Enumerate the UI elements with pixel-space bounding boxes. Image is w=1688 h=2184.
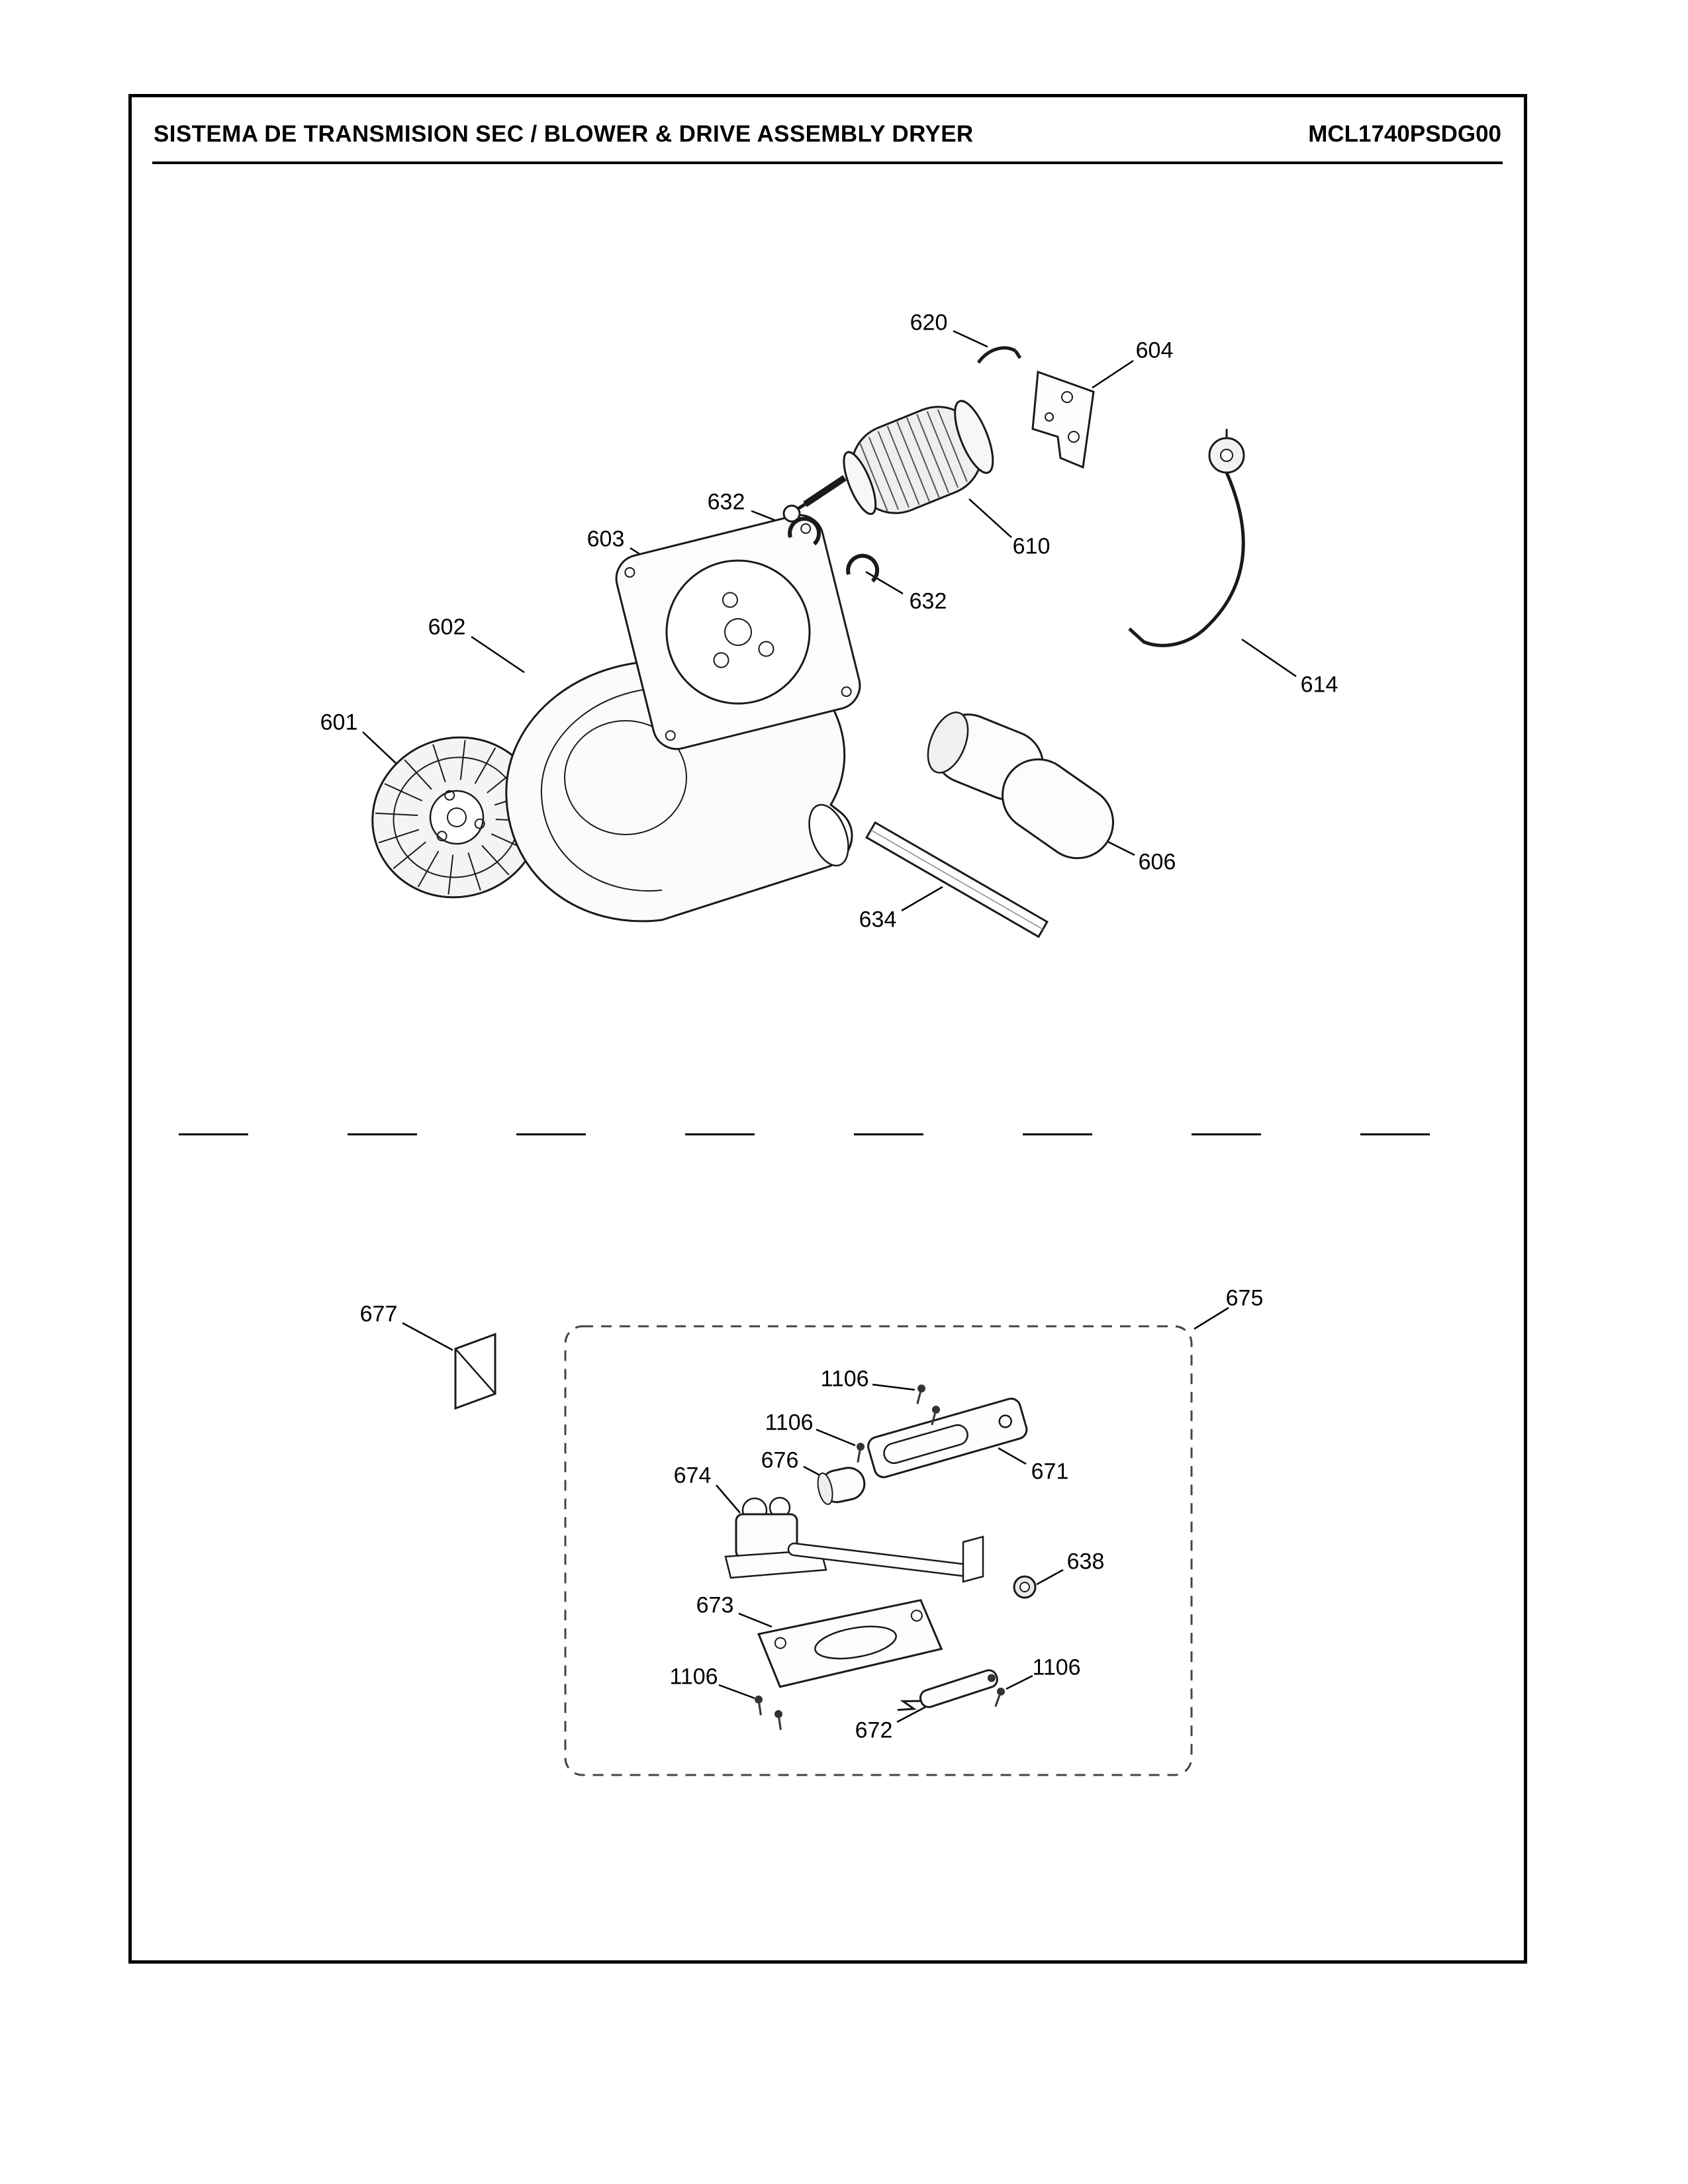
callout-1106-4: 1106 — [1032, 1655, 1081, 1680]
callout-632-lower: 632 — [909, 588, 947, 614]
seal-strip-634 — [865, 821, 1049, 938]
motor-bracket-604 — [1031, 370, 1095, 469]
motor-clamp-632-lower — [846, 553, 880, 583]
assembly-675-dashed-box — [564, 1325, 1193, 1776]
callout-601: 601 — [320, 709, 358, 735]
callout-603: 603 — [586, 526, 625, 552]
callout-673: 673 — [696, 1592, 734, 1618]
header-divider — [152, 161, 1503, 164]
callout-606: 606 — [1138, 849, 1176, 875]
blower-rear-plate-603 — [615, 514, 861, 751]
motor-clamp-632-upper — [788, 516, 821, 546]
callout-620: 620 — [910, 310, 948, 336]
callout-674: 674 — [673, 1463, 712, 1488]
callout-676: 676 — [761, 1447, 799, 1473]
igniter-672 — [897, 1669, 998, 1711]
duct-606 — [927, 711, 1114, 860]
screws-1106 — [755, 1385, 1005, 1730]
model-number: MCL1740PSDG00 — [1308, 121, 1501, 147]
callout-1106-3: 1106 — [669, 1664, 718, 1690]
manifold-bracket-671 — [867, 1397, 1028, 1479]
callout-672: 672 — [855, 1717, 893, 1743]
callout-632-upper: 632 — [707, 489, 745, 515]
instruction-flag-677 — [454, 1332, 496, 1410]
callout-1106-1: 1106 — [820, 1366, 869, 1392]
grommet-638 — [1013, 1575, 1037, 1599]
drive-motor-610 — [782, 400, 994, 523]
callout-634: 634 — [859, 907, 897, 933]
idler-arm-614 — [1128, 429, 1245, 647]
callout-602: 602 — [428, 614, 466, 640]
callout-677: 677 — [359, 1301, 398, 1327]
retainer-clip-620 — [976, 346, 1022, 364]
callout-604: 604 — [1135, 338, 1174, 363]
burner-bracket-673 — [757, 1599, 943, 1688]
callout-671: 671 — [1031, 1459, 1069, 1484]
roller-676 — [817, 1467, 866, 1505]
callout-614: 614 — [1300, 672, 1338, 698]
callout-638: 638 — [1066, 1549, 1105, 1574]
callout-610: 610 — [1012, 533, 1051, 559]
leader-lines — [362, 330, 1297, 1723]
callout-675: 675 — [1225, 1285, 1264, 1311]
diagram-title: SISTEMA DE TRANSMISION SEC / BLOWER & DR… — [154, 121, 974, 147]
callout-1106-2: 1106 — [765, 1410, 814, 1435]
gas-valve-674 — [724, 1496, 984, 1583]
